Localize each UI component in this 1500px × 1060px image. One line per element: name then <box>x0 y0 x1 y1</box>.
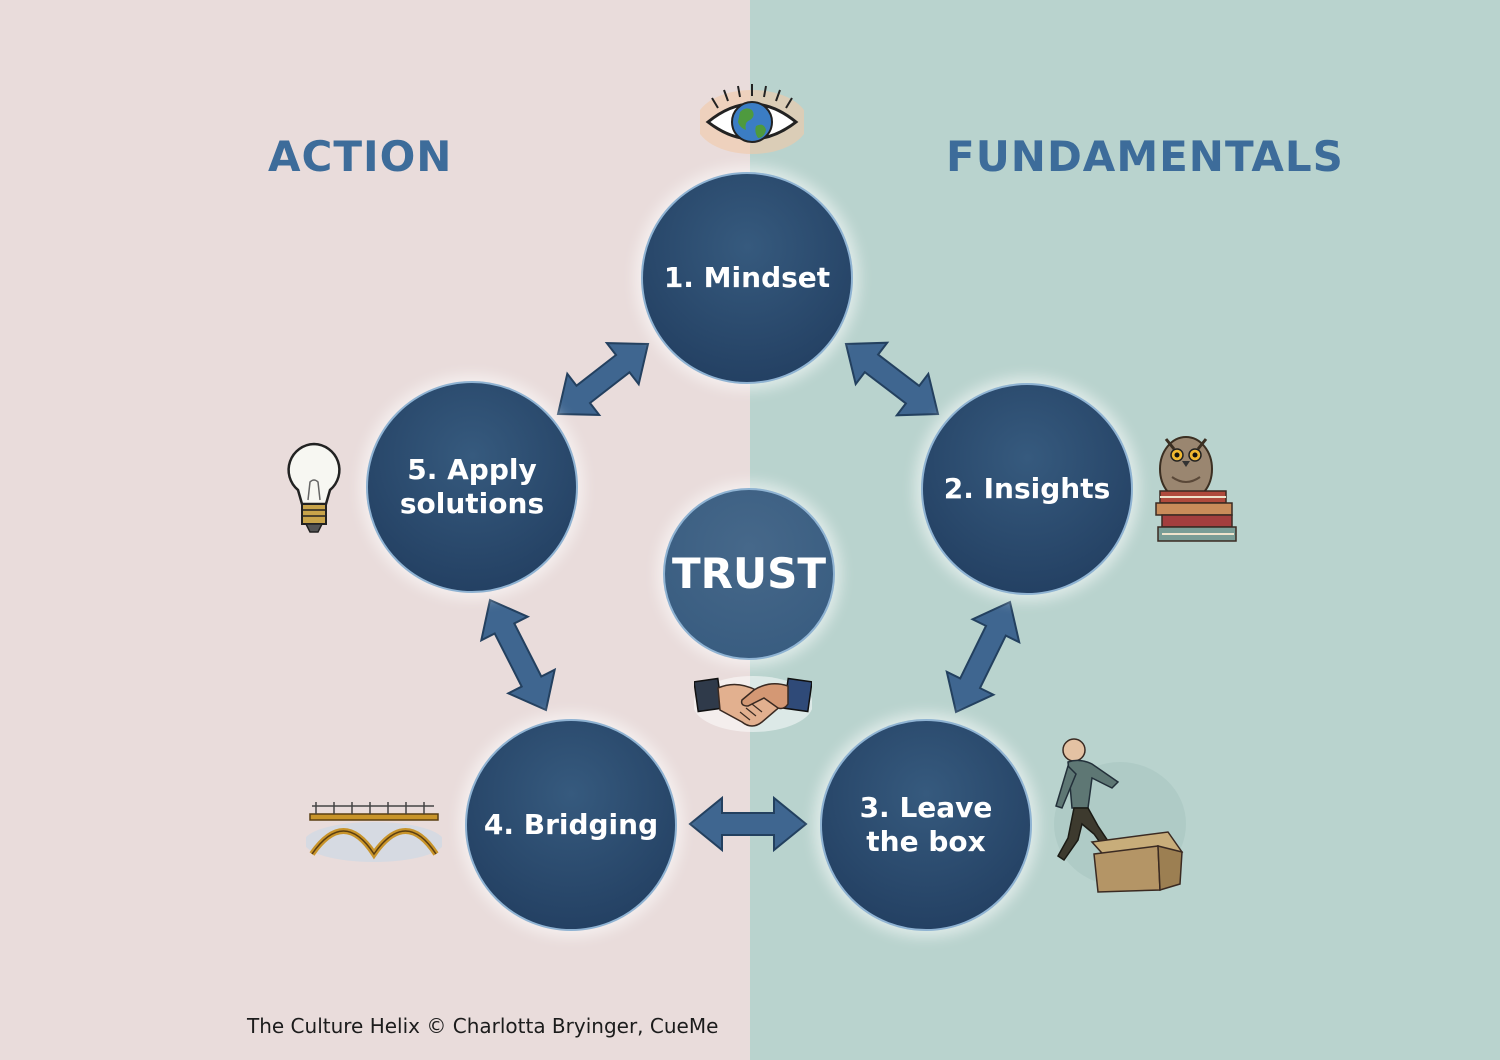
owl-on-books-icon <box>1155 436 1237 542</box>
arrow-mindset-insights <box>844 341 940 417</box>
copyright-credit: The Culture Helix © Charlotta Bryinger, … <box>247 1014 719 1038</box>
bridge-icon <box>306 802 442 862</box>
person-stepping-out-of-box-icon <box>1054 738 1186 893</box>
mindset-label: 1. Mindset <box>663 261 831 295</box>
leave-the-box-node: 3. Leave the box <box>820 719 1032 931</box>
handshake-icon <box>694 676 812 732</box>
insights-node: 2. Insights <box>921 383 1133 595</box>
eye-globe-icon <box>700 84 804 154</box>
arrow-insights-leave-box <box>945 600 1021 714</box>
apply-solutions-label: 5. Apply solutions <box>399 453 545 520</box>
bridging-node: 4. Bridging <box>465 719 677 931</box>
arrow-bridging-apply <box>479 598 557 712</box>
action-heading: ACTION <box>268 132 453 181</box>
trust-node: TRUST <box>663 488 835 660</box>
lightbulb-icon <box>287 442 341 533</box>
bridging-label: 4. Bridging <box>483 808 659 842</box>
insights-label: 2. Insights <box>943 472 1111 506</box>
arrow-mindset-apply <box>556 342 650 416</box>
mindset-node: 1. Mindset <box>641 172 853 384</box>
leave-the-box-label: 3. Leave the box <box>859 791 993 858</box>
fundamentals-heading: FUNDAMENTALS <box>946 132 1344 181</box>
arrow-leave-box-bridging <box>688 795 808 853</box>
apply-solutions-node: 5. Apply solutions <box>366 381 578 593</box>
trust-label: TRUST <box>672 548 826 598</box>
